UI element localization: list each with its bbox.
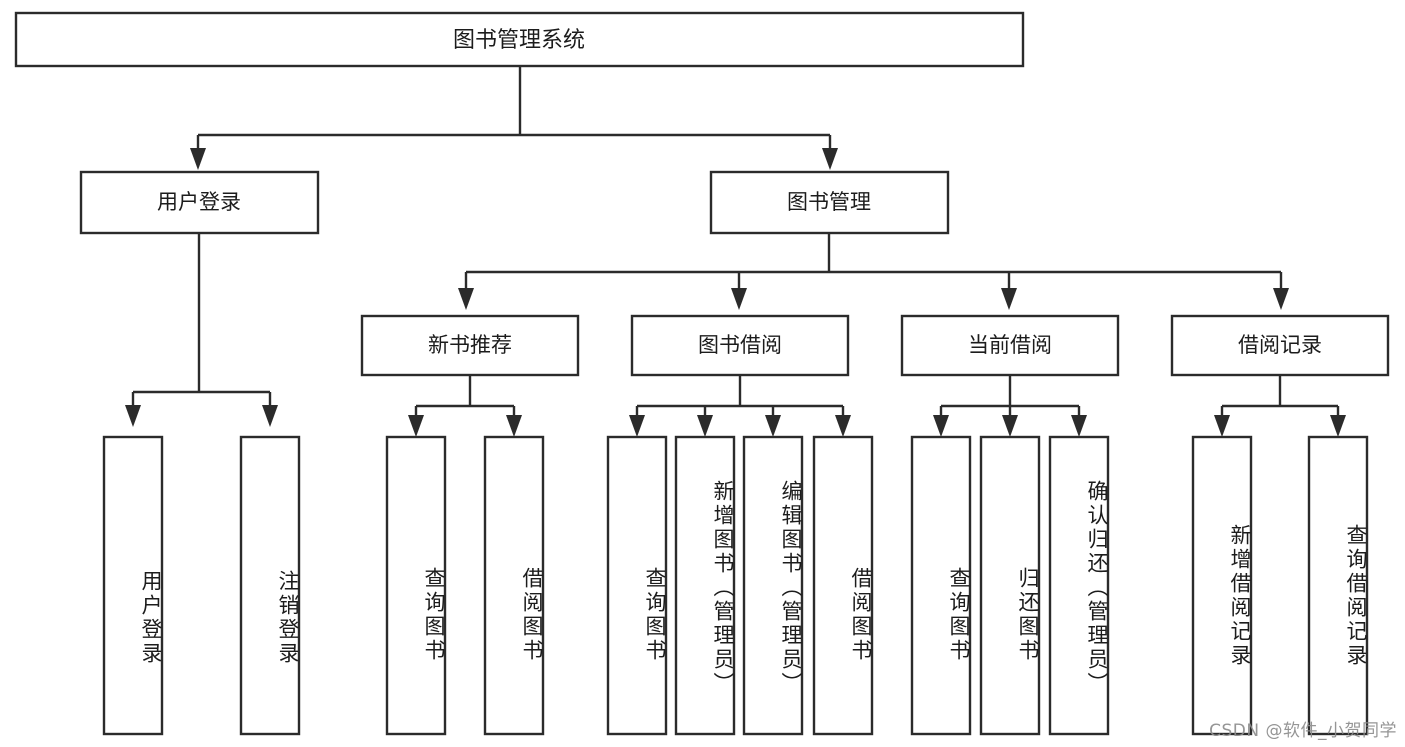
arrow-icon-bb-leaf-3: [765, 415, 781, 437]
node-new-book-recommend-box[interactable]: [360, 314, 580, 377]
arrow-icon-to-user-login: [190, 148, 206, 170]
leaf-box-br-1[interactable]: [1191, 435, 1253, 736]
node-borrow-records-label: 借阅记录: [1238, 333, 1322, 357]
node-book-manage-box[interactable]: [709, 170, 950, 235]
node-new-book-recommend[interactable]: 新书推荐: [360, 314, 580, 377]
arrow-icon-br-leaf-2: [1330, 415, 1346, 437]
arrow-icon-nbr-leaf-1: [408, 415, 424, 437]
node-root[interactable]: 图书管理系统: [14, 11, 1025, 68]
leaf-box-br-2[interactable]: [1307, 435, 1369, 736]
connector-group-new-book-recommend: [408, 375, 522, 437]
connector-group-user-login: [125, 233, 278, 427]
node-book-borrow-label: 图书借阅: [698, 333, 782, 357]
leaf-box-bb-3[interactable]: [742, 435, 804, 736]
node-current-borrow-box[interactable]: [900, 314, 1120, 377]
leaf-box-nbr-1[interactable]: [385, 435, 447, 736]
node-new-book-recommend-label: 新书推荐: [428, 333, 512, 357]
connector-group-root: [190, 66, 838, 170]
leaf-box-bb-1[interactable]: [606, 435, 668, 736]
arrow-icon-to-new-book: [458, 288, 474, 310]
leaf-box-cb-1[interactable]: [910, 435, 972, 736]
arrow-icon-nbr-leaf-2: [506, 415, 522, 437]
arrow-icon-to-current-borrow: [1001, 288, 1017, 310]
leaf-box-cb-2[interactable]: [979, 435, 1041, 736]
arrow-icon-bb-leaf-1: [629, 415, 645, 437]
connector-group-current-borrow: [933, 375, 1087, 437]
leaf-box-bb-2[interactable]: [674, 435, 736, 736]
node-book-borrow-box[interactable]: [630, 314, 850, 377]
node-book-manage[interactable]: 图书管理: [709, 170, 950, 235]
node-book-manage-label: 图书管理: [787, 190, 871, 214]
node-borrow-records[interactable]: 借阅记录: [1170, 314, 1390, 377]
node-current-borrow[interactable]: 当前借阅: [900, 314, 1120, 377]
leaf-box-bb-4[interactable]: [812, 435, 874, 736]
csdn-watermark: CSDN @软件_小贺同学: [1209, 721, 1397, 741]
node-user-login[interactable]: 用户登录: [79, 170, 320, 235]
arrow-icon-cb-leaf-2: [1002, 415, 1018, 437]
leaf-box-user-login-2[interactable]: [239, 435, 301, 736]
leaf-box-nbr-2[interactable]: [483, 435, 545, 736]
arrow-icon-to-book-borrow: [731, 288, 747, 310]
connector-group-book-manage: [458, 233, 1289, 310]
leaf-box-cb-3[interactable]: [1048, 435, 1110, 736]
arrow-icon-to-borrow-records: [1273, 288, 1289, 310]
arrow-icon-bb-leaf-4: [835, 415, 851, 437]
node-borrow-records-box[interactable]: [1170, 314, 1390, 377]
leaf-box-user-login-1[interactable]: [102, 435, 164, 736]
connector-group-borrow-records: [1214, 375, 1346, 437]
arrow-icon-cb-leaf-3: [1071, 415, 1087, 437]
arrow-icon-cb-leaf-1: [933, 415, 949, 437]
arrow-icon-to-book-manage: [822, 148, 838, 170]
arrow-icon-user-login-leaf-1: [125, 405, 141, 427]
arrow-icon-br-leaf-1: [1214, 415, 1230, 437]
arrow-icon-bb-leaf-2: [697, 415, 713, 437]
arrow-icon-user-login-leaf-2: [262, 405, 278, 427]
node-current-borrow-label: 当前借阅: [968, 333, 1052, 357]
node-root-label: 图书管理系统: [453, 28, 585, 53]
node-root-box[interactable]: [14, 11, 1025, 68]
node-user-login-label: 用户登录: [157, 190, 241, 214]
connector-group-book-borrow: [629, 375, 851, 437]
node-book-borrow[interactable]: 图书借阅: [630, 314, 850, 377]
